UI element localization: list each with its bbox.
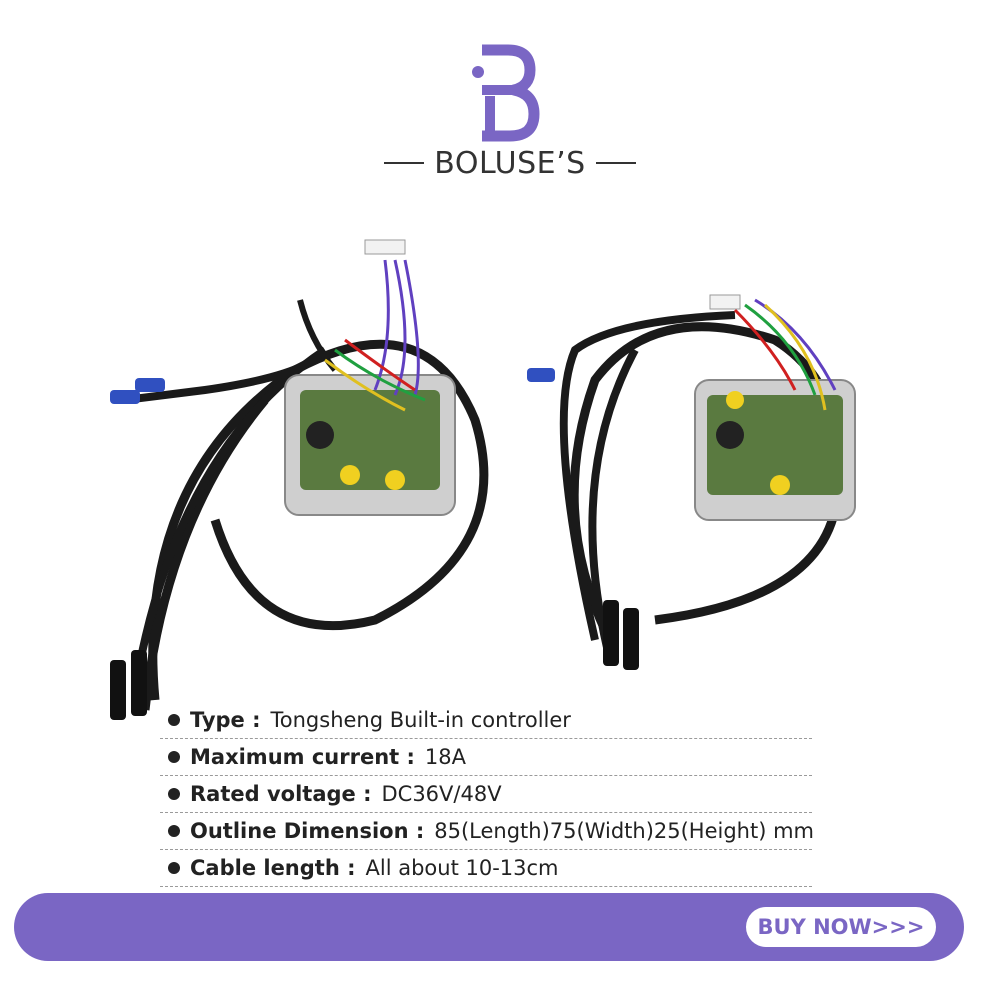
spec-value: DC36V/48V [381,782,502,806]
spec-label: Type : [190,708,261,732]
spec-value: 18A [424,745,466,769]
bullet-icon [168,788,180,800]
bullet-icon [168,862,180,874]
spec-label: Outline Dimension : [190,819,425,843]
b-monogram-icon [472,44,540,142]
spec-value: 85(Length)75(Width)25(Height) mm [434,819,815,843]
brand-divider-left [384,162,425,164]
brand-divider-right [595,162,636,164]
spec-row-rated-voltage: Rated voltage : DC36V/48V [160,776,812,813]
spec-row-type: Type : Tongsheng Built-in controller [160,702,812,739]
buy-now-banner: BUY NOW>>> [14,893,964,961]
controller-photo-icon [110,239,856,720]
brand-name: BOLUSE’S [434,145,586,181]
bullet-icon [168,714,180,726]
spec-row-outline-dimension: Outline Dimension : 85(Length)75(Width)2… [160,813,815,850]
buy-now-button[interactable]: BUY NOW>>> [746,907,936,947]
right-controller [527,294,856,670]
spec-row-cable-length: Cable length : All about 10-13cm [160,850,812,887]
spec-value: Tongsheng Built-in controller [270,708,571,732]
bullet-icon [168,751,180,763]
left-controller [110,239,489,720]
spec-label: Rated voltage : [190,782,372,806]
brand-header: BOLUSE’S [380,138,640,188]
spec-label: Maximum current : [190,745,415,769]
bullet-icon [168,825,180,837]
spec-value: All about 10-13cm [365,856,559,880]
spec-label: Cable length : [190,856,356,880]
spec-list: Type : Tongsheng Built-in controller Max… [160,702,815,887]
spec-row-maximum-current: Maximum current : 18A [160,739,812,776]
